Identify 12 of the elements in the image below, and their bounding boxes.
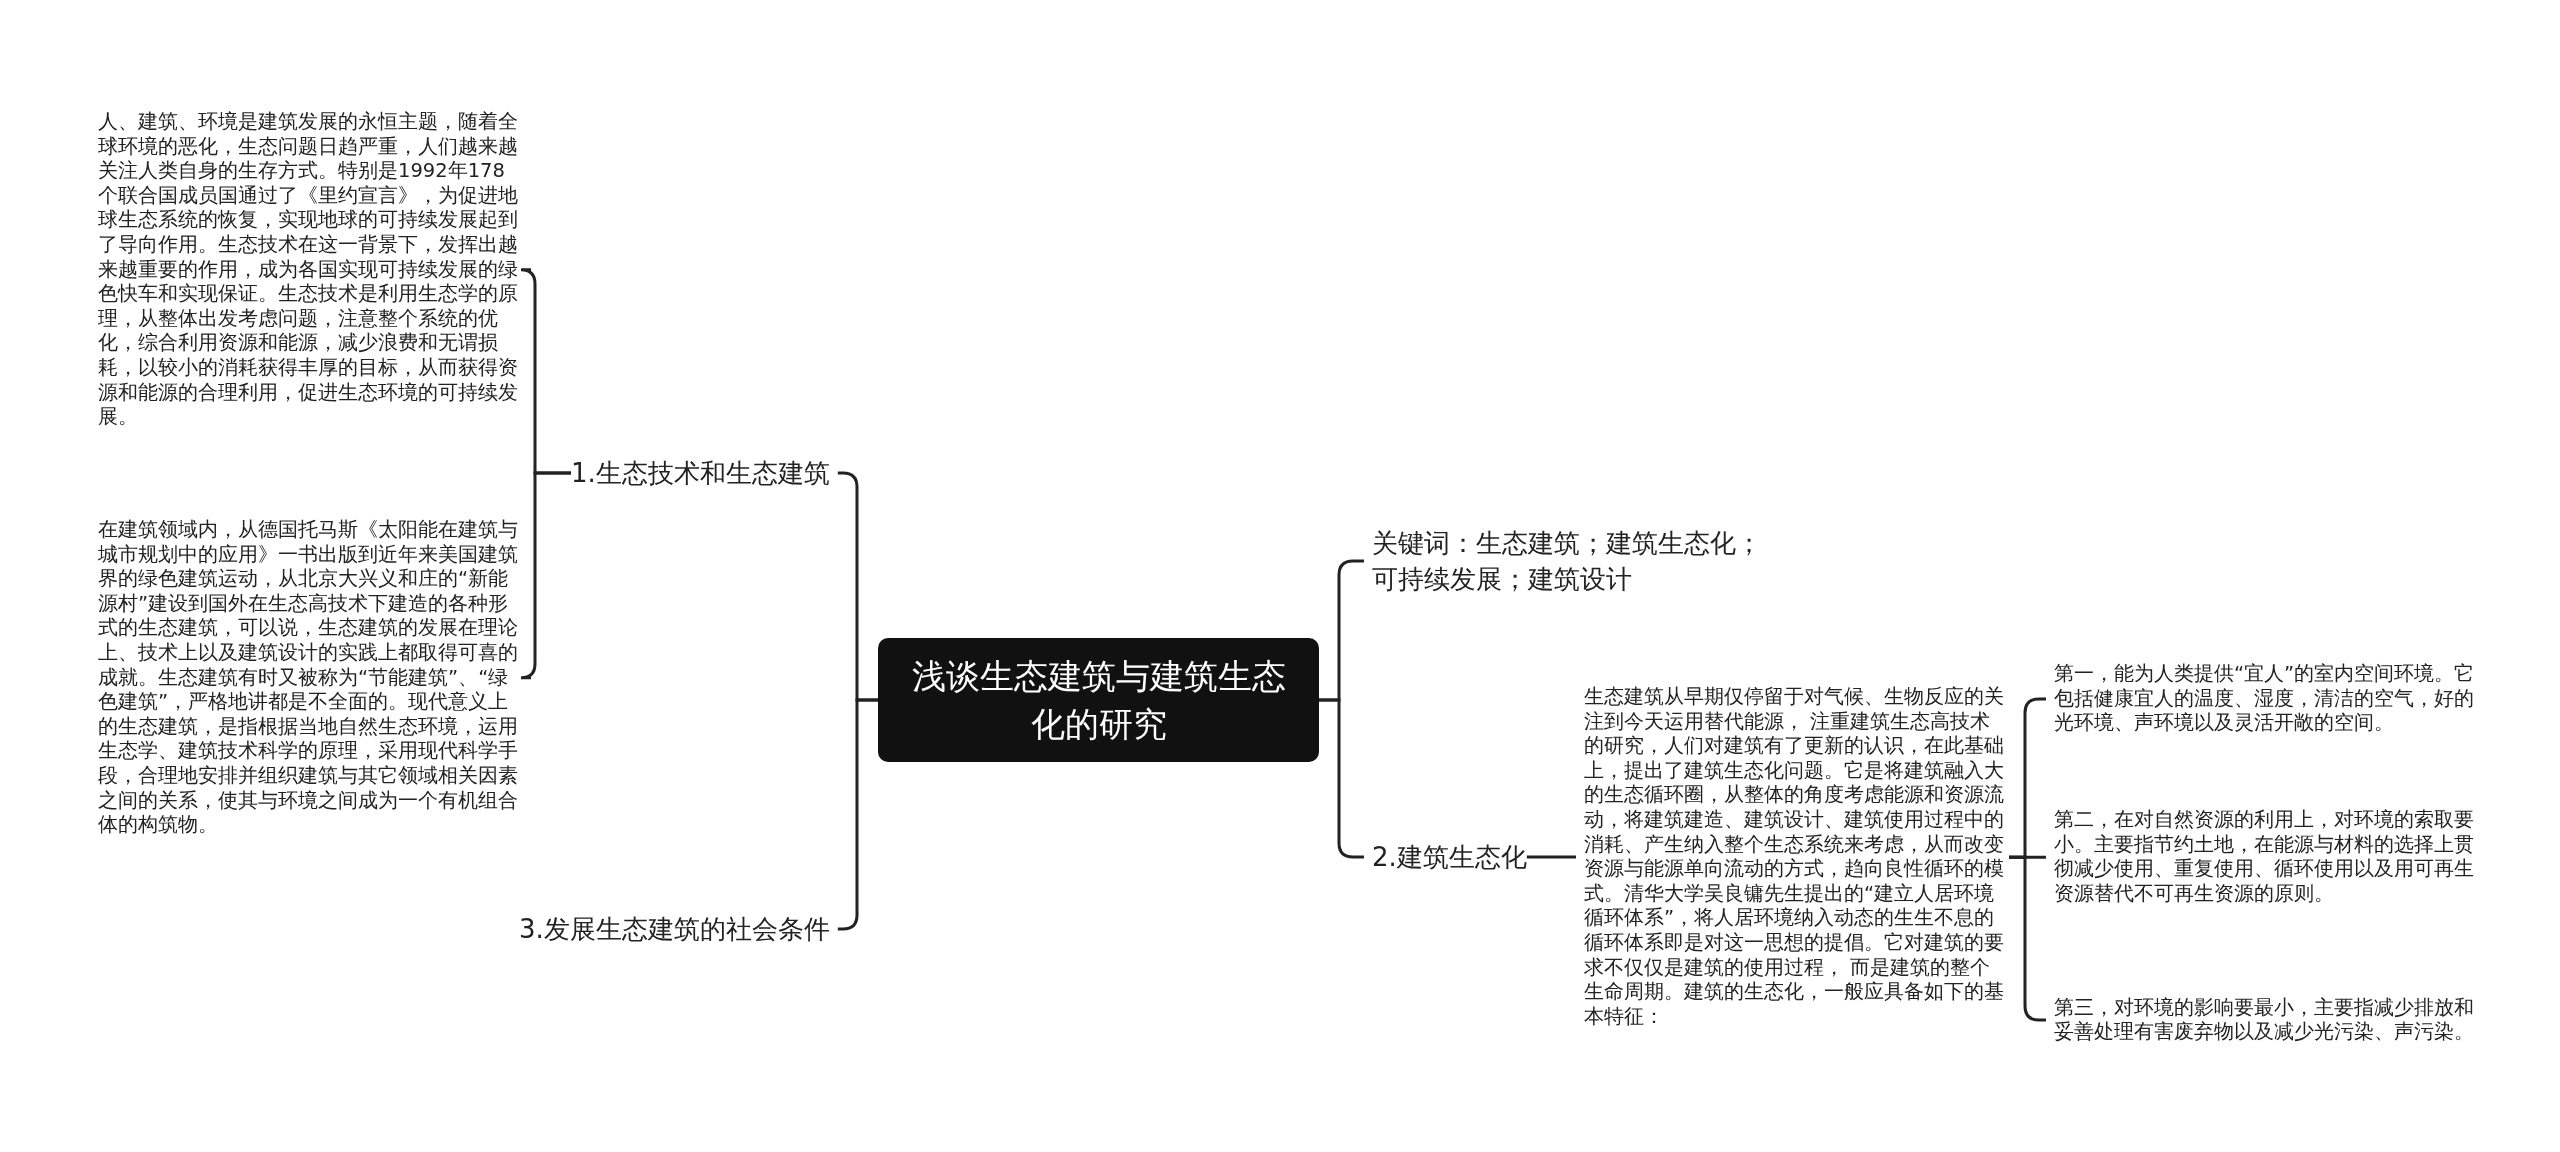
note-text: 第三，对环境的影响要最小，主要指减少排放和妥善处理有害废弃物以及减少光污染、声污染。: [2054, 995, 2484, 1045]
connector-line: [1526, 855, 1576, 859]
branch-label: 1.生态技术和生态建筑: [571, 455, 830, 491]
note-text: 第一，能为人类提供“宜人”的室内空间环境。它包括健康宜人的温度、湿度，清洁的空气，好的光环境、声环境以及灵活开敞的空间。: [2054, 662, 2484, 736]
note-text: 生态建筑从早期仅停留于对气候、生物反应的关注到今天运用替代能源， 注重建筑生态高技术的研究，人们对建筑有了更新的认识，在此基础上，提出了建筑生态化问题。它是将建筑融入大的生态循环圈，从整体的角度考虑能源和资源流动，将建筑建造、建筑设计、建筑使用过程中的消耗、产生纳入整个生态系统来考虑，从而改变资源与能源单向流动的方式，趋向良性循环的模式。清华大学吴良镛先生提出的“建立人居环境循环体系”，将人居环境纳入动态的生生不息的循环体系即是对这一思想的提倡。它对建筑的要求不仅仅是建筑的使用过程， 而是建筑的整个生命周期。建筑的生态化，一般应具备如下的基本特征：: [1584, 685, 2009, 1030]
branch-label: 2.建筑生态化: [1372, 839, 1527, 875]
note-text: 第二，在对自然资源的利用上，对环境的索取要小。主要指节约土地，在能源与材料的选择上贯彻减少使用、重复使用、循环使用以及用可再生资源替代不可再生资源的原则。: [2054, 808, 2484, 907]
branch-label: 3.发展生态建筑的社会条件: [519, 911, 830, 947]
keyword-text: 关键词：生态建筑；建筑生态化；可持续发展；建筑设计: [1372, 525, 1772, 597]
topic-box: 浅谈生态建筑与建筑生态化的研究: [878, 638, 1319, 762]
note-text: 在建筑领域内，从德国托马斯《太阳能在建筑与城市规划中的应用》一书出版到近年来美国建筑界的绿色建筑运动，从北京大兴义和庄的“新能源村”建设到国外在生态高技术下建造的各种形式的生态建筑，可以说，生态建筑的发展在理论上、技术上以及建筑设计的实践上都取得可喜的成就。生态建筑有时又被称为“节能建筑”、“绿色建筑”，严格地讲都是不全面的。现代意义上的生态建筑，是指根据当地自然生态环境，运用生态学、建筑技术科学的原理，采用现代科学手段，合理地安排并组织建筑与其它领域相关因素之间的关系，使其与环境之间成为一个有机组合体的构筑物。: [98, 518, 523, 838]
note-text: 人、建筑、环境是建筑发展的永恒主题，随着全球环境的恶化，生态问题日趋严重，人们越来越关注人类自身的生存方式。特别是1992年178个联合国成员国通过了《里约宣言》，为促进地球生态系统的恢复，实现地球的可持续发展起到了导向作用。生态技术在这一背景下，发挥出越来越重要的作用，成为各国实现可持续发展的绿色快车和实现保证。生态技术是利用生态学的原理，从整体出发考虑问题，注意整个系统的优化，综合利用资源和能源，减少浪费和无谓损耗，以较小的消耗获得丰厚的目标，从而获得资源和能源的合理利用，促进生态环境的可持续发展。: [98, 110, 523, 430]
